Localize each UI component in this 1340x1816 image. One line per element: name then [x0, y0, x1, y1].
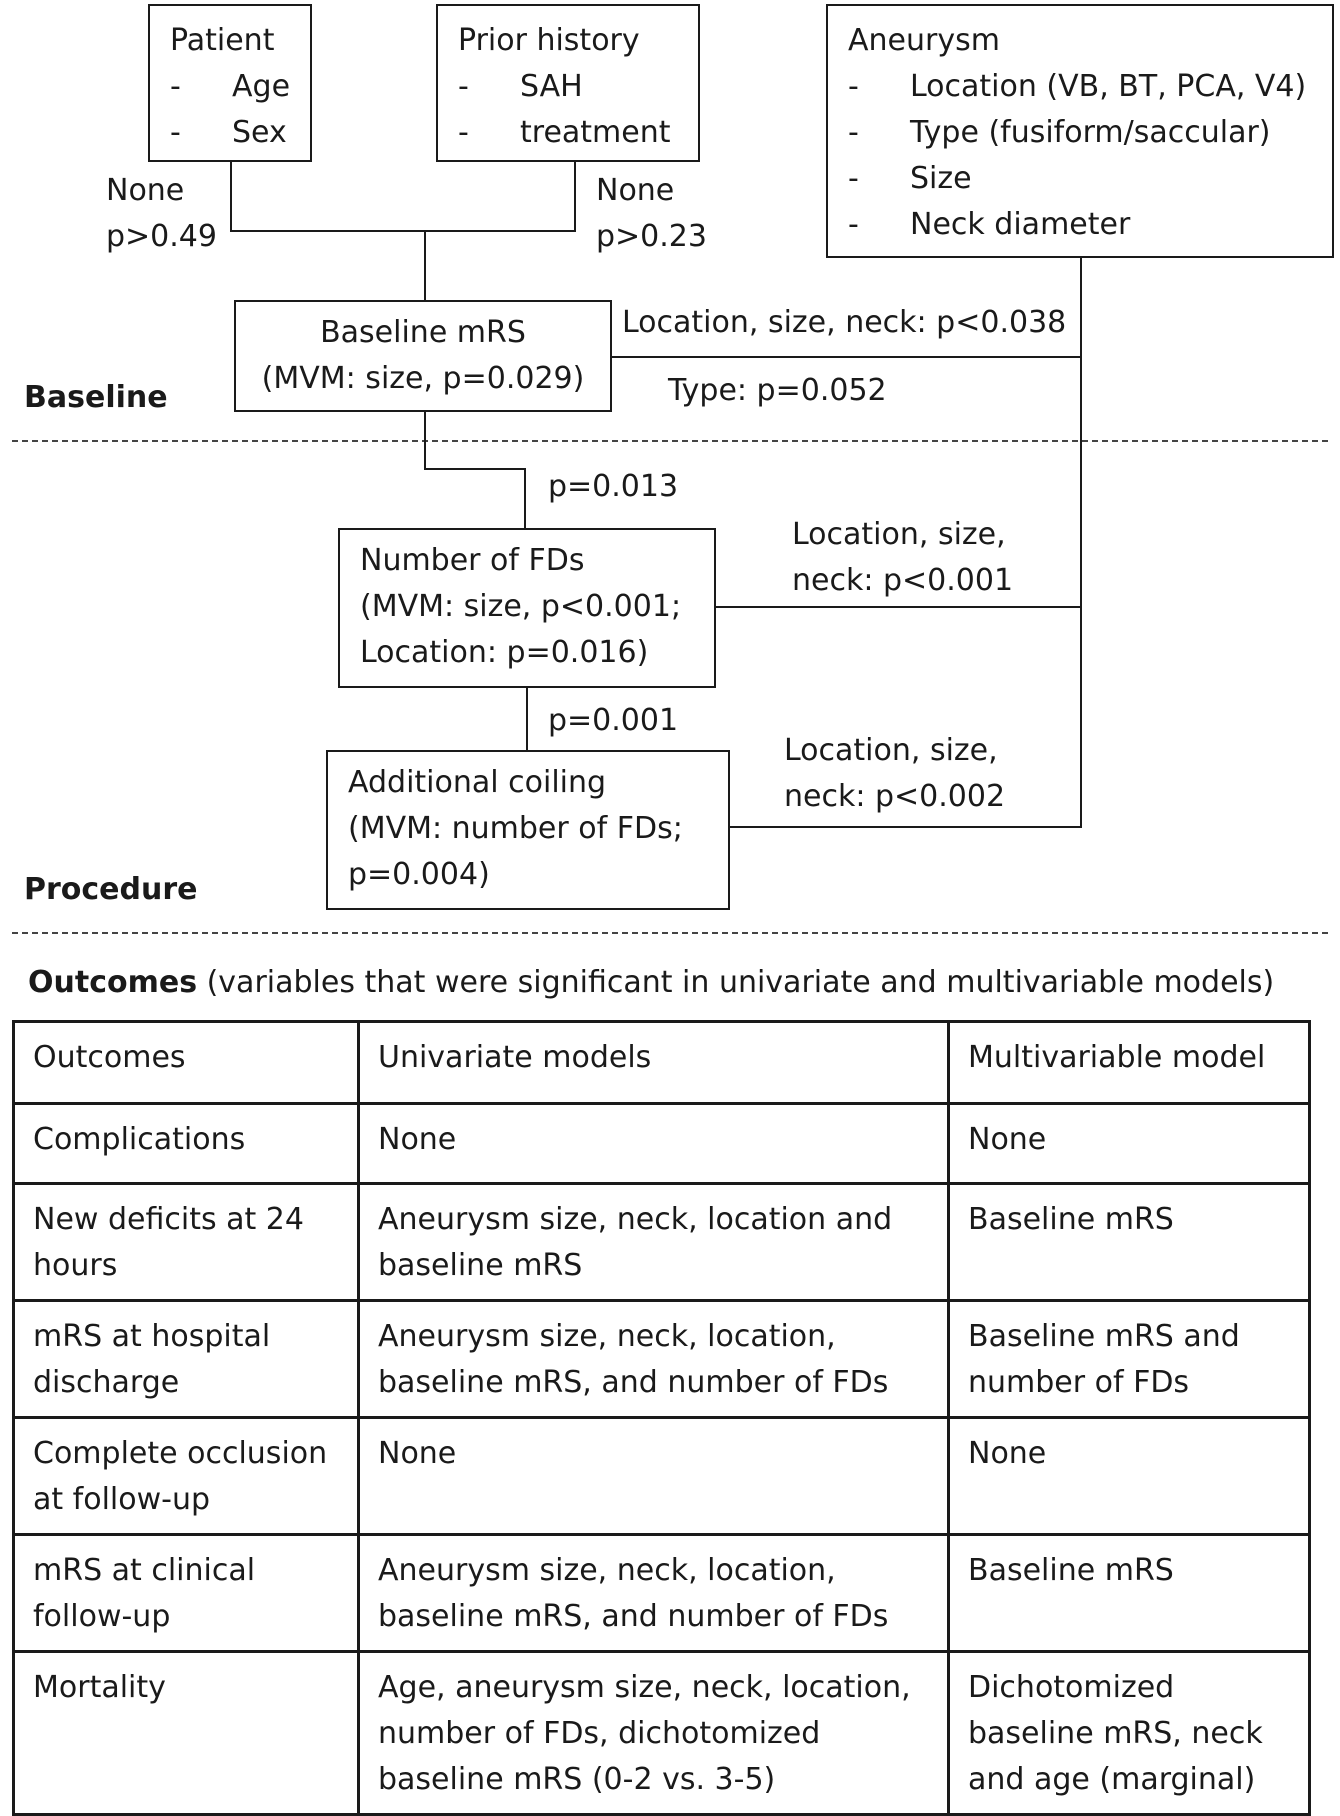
cell-outcome: Complications	[12, 1102, 360, 1185]
table-row: Complete occlusion at follow-up None Non…	[12, 1416, 1311, 1536]
outcomes-table: Outcomes Univariate models Multivariable…	[12, 1020, 1311, 1816]
connector-aneurysm-to-baseline	[612, 356, 1082, 358]
connector-patient-down	[230, 162, 232, 232]
patient-p-value: p>0.49	[106, 219, 217, 254]
cell-univariate: Age, aneurysm size, neck, location, numb…	[357, 1650, 950, 1816]
outcomes-heading-bold: Outcomes	[28, 965, 198, 1000]
connector-to-fds	[524, 468, 526, 528]
cell-multivariable: Baseline mRS	[947, 1182, 1311, 1302]
coiling-title: Additional coiling	[348, 765, 607, 800]
prior-item-sah: -SAH	[458, 69, 583, 104]
aneurysm-item-size: -Size	[848, 161, 972, 196]
prior-history-box: Prior history -SAH -treatment	[436, 4, 700, 162]
table-row: Mortality Age, aneurysm size, neck, loca…	[12, 1650, 1311, 1816]
aneurysm-box-title: Aneurysm	[848, 23, 1000, 58]
connector-prior-down	[574, 162, 576, 232]
baseline-fds-p: p=0.013	[548, 469, 679, 504]
aneurysm-baseline-p: Location, size, neck: p<0.038	[622, 305, 1067, 340]
baseline-mrs-box: Baseline mRS (MVM: size, p=0.029)	[234, 300, 612, 412]
cell-multivariable: None	[947, 1102, 1311, 1185]
aneurysm-coiling-p-line2: neck: p<0.002	[784, 779, 1006, 814]
patient-item-sex: -Sex	[170, 115, 287, 150]
fds-title: Number of FDs	[360, 543, 585, 578]
cell-multivariable: None	[947, 1416, 1311, 1536]
table-row: mRS at clinical follow-up Aneurysm size,…	[12, 1533, 1311, 1653]
outcomes-heading-rest: (variables that were significant in univ…	[197, 965, 1275, 1000]
coiling-p: p=0.004)	[348, 857, 490, 892]
table-header-row: Outcomes Univariate models Multivariable…	[12, 1020, 1311, 1105]
connector-patient-prior-join	[230, 230, 576, 232]
patient-box: Patient -Age -Sex	[148, 4, 312, 162]
baseline-mrs-mvm: (MVM: size, p=0.029)	[261, 361, 585, 396]
aneurysm-item-location: -Location (VB, BT, PCA, V4)	[848, 69, 1307, 104]
prior-p-value: p>0.23	[596, 219, 707, 254]
patient-box-title: Patient	[170, 23, 275, 58]
cell-outcome: mRS at hospital discharge	[12, 1299, 360, 1419]
cell-outcome: Complete occlusion at follow-up	[12, 1416, 360, 1536]
patient-item-age: -Age	[170, 69, 291, 104]
header-multivariable: Multivariable model	[947, 1020, 1311, 1105]
aneurysm-box: Aneurysm -Location (VB, BT, PCA, V4) -Ty…	[826, 4, 1334, 258]
cell-univariate: None	[357, 1416, 950, 1536]
aneurysm-fds-p-line2: neck: p<0.001	[792, 563, 1014, 598]
cell-multivariable: Baseline mRS and number of FDs	[947, 1299, 1311, 1419]
section-label-baseline: Baseline	[24, 380, 168, 415]
fds-location: Location: p=0.016)	[360, 635, 649, 670]
connector-join-to-baseline	[424, 230, 426, 300]
cell-univariate: Aneurysm size, neck, location, baseline …	[357, 1533, 950, 1653]
aneurysm-item-type: -Type (fusiform/saccular)	[848, 115, 1271, 150]
fds-coiling-p: p=0.001	[548, 703, 679, 738]
aneurysm-item-neck: -Neck diameter	[848, 207, 1131, 242]
outcomes-heading: Outcomes (variables that were significan…	[28, 960, 1274, 1006]
coiling-mvm: (MVM: number of FDs;	[348, 811, 683, 846]
prior-none-label: None	[596, 173, 675, 208]
prior-history-title: Prior history	[458, 23, 640, 58]
cell-univariate: Aneurysm size, neck, location and baseli…	[357, 1182, 950, 1302]
cell-multivariable: Baseline mRS	[947, 1533, 1311, 1653]
table-row: mRS at hospital discharge Aneurysm size,…	[12, 1299, 1311, 1419]
cell-univariate: Aneurysm size, neck, location, baseline …	[357, 1299, 950, 1419]
divider-baseline	[12, 440, 1328, 442]
section-label-procedure: Procedure	[24, 872, 198, 907]
cell-outcome: New deficits at 24 hours	[12, 1182, 360, 1302]
connector-aneurysm-to-coiling	[730, 826, 1082, 828]
patient-none-label: None	[106, 173, 185, 208]
aneurysm-coiling-p-line1: Location, size,	[784, 733, 998, 768]
connector-aneurysm-trunk	[1080, 258, 1082, 828]
cell-multivariable: Dichotomized baseline mRS, neck and age …	[947, 1650, 1311, 1816]
connector-baseline-down	[424, 412, 426, 470]
aneurysm-fds-p-line1: Location, size,	[792, 517, 1006, 552]
table-row: New deficits at 24 hours Aneurysm size, …	[12, 1182, 1311, 1302]
baseline-mrs-title: Baseline mRS	[320, 315, 526, 350]
connector-baseline-jog	[424, 468, 526, 470]
cell-outcome: mRS at clinical follow-up	[12, 1533, 360, 1653]
aneurysm-baseline-type-p: Type: p=0.052	[668, 373, 887, 408]
additional-coiling-box: Additional coiling (MVM: number of FDs; …	[326, 750, 730, 910]
cell-univariate: None	[357, 1102, 950, 1185]
connector-aneurysm-to-fds	[716, 606, 1082, 608]
table-row: Complications None None	[12, 1102, 1311, 1185]
divider-procedure	[12, 932, 1328, 934]
prior-item-treatment: -treatment	[458, 115, 671, 150]
fds-mvm: (MVM: size, p<0.001;	[360, 589, 682, 624]
number-of-fds-box: Number of FDs (MVM: size, p<0.001; Locat…	[338, 528, 716, 688]
header-outcomes: Outcomes	[12, 1020, 360, 1105]
cell-outcome: Mortality	[12, 1650, 360, 1816]
connector-fds-to-coiling	[526, 688, 528, 750]
header-univariate: Univariate models	[357, 1020, 950, 1105]
